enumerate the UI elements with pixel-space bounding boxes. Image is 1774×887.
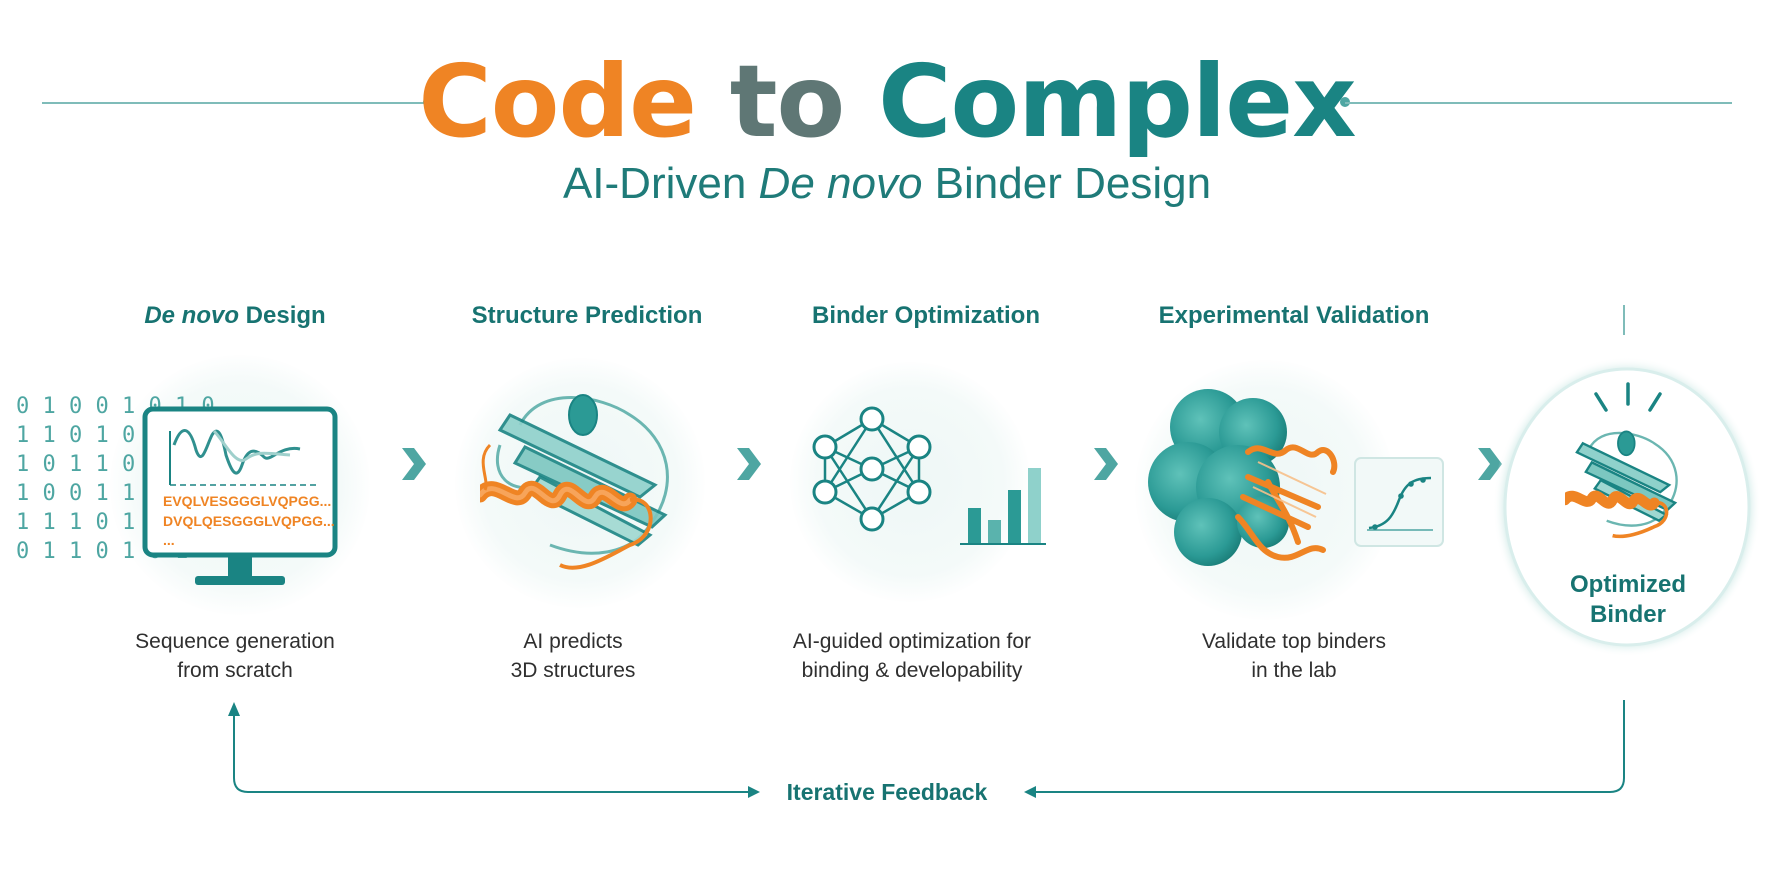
step2-desc-line-1: AI predicts: [523, 630, 623, 653]
step1-heading-rest: Design: [239, 302, 326, 329]
monitor-seq-line-3: ...: [163, 532, 175, 548]
step1-heading: De novo Design: [55, 300, 415, 332]
step3-description: AI-guided optimization for binding & dev…: [732, 627, 1092, 685]
step1-desc-line-1: Sequence generation: [135, 630, 335, 653]
iterative-feedback-label: Iterative Feedback: [786, 779, 988, 805]
step2-desc-line-2: 3D structures: [510, 659, 636, 682]
step2-heading: Structure Prediction: [471, 302, 703, 329]
title-word-to: to: [729, 43, 846, 160]
chevron-right-icon: [402, 448, 426, 480]
step3-heading: Binder Optimization: [812, 302, 1040, 329]
neural-network-icon: [812, 406, 932, 532]
sparkle-icon: [1594, 382, 1662, 412]
optimized-protein-icon: [1565, 430, 1678, 539]
subtitle-part2: Binder Design: [922, 159, 1212, 208]
page-title: Code to Complex: [0, 44, 1774, 160]
title-word-complex: Complex: [878, 43, 1356, 160]
subtitle-italic: De novo: [758, 159, 923, 208]
bar-chart-icon: [960, 468, 1046, 545]
step3-desc-line-1: AI-guided optimization for: [792, 630, 1032, 653]
step1-description: Sequence generation from scratch: [55, 627, 415, 685]
header-line-left: [42, 102, 428, 104]
binding-curve-icon: [1354, 457, 1444, 547]
monitor-icon: [142, 406, 338, 585]
step1-heading-italic: De novo: [144, 302, 239, 329]
chevron-right-icon: [737, 448, 761, 480]
subtitle-part1: AI-Driven: [562, 159, 759, 208]
header-line-right: [1345, 102, 1732, 104]
step2-description: AI predicts 3D structures: [393, 627, 753, 685]
step4-heading: Experimental Validation: [1158, 302, 1430, 329]
title-word-code: Code: [418, 43, 696, 160]
step1-desc-line-2: from scratch: [177, 659, 293, 682]
monitor-seq-line-1: EVQLVESGGGLVQPGG...: [163, 493, 332, 509]
monitor-seq-line-2: DVQLQESGGGLVQPGG...: [163, 513, 335, 529]
page-subtitle: AI-Driven De novo Binder Design: [0, 156, 1774, 212]
step3-desc-line-2: binding & developability: [801, 659, 1023, 682]
protein-complex-icon: [1148, 389, 1338, 566]
step4-desc-line-2: in the lab: [1251, 659, 1337, 682]
final-line-2: Binder: [1589, 601, 1666, 628]
protein-structure-icon: [480, 394, 669, 570]
chevron-right-icon: [1094, 448, 1118, 480]
step4-description: Validate top binders in the lab: [1114, 627, 1474, 685]
step4-desc-line-1: Validate top binders: [1201, 630, 1387, 653]
header-dot-left: [423, 97, 433, 107]
optimized-binder-label: Optimized Binder: [1498, 570, 1758, 630]
final-line-1: Optimized: [1569, 571, 1686, 598]
chevron-right-icon: [1478, 448, 1502, 480]
